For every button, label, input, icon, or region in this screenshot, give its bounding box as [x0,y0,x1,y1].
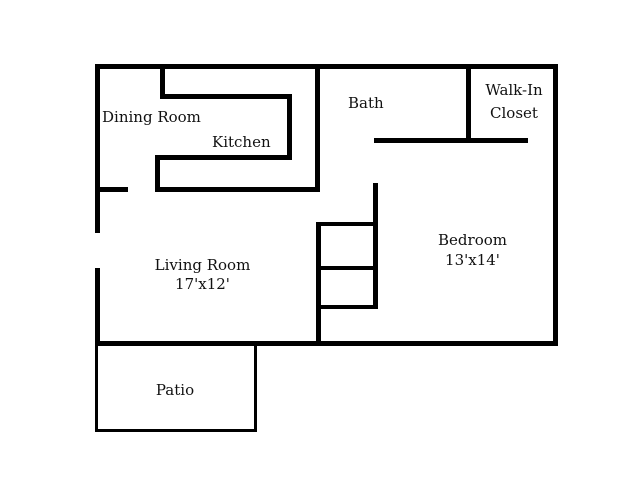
kitchen-counter-right [287,94,292,160]
storage-left-wall [316,222,321,346]
bath-bottom-wall [374,138,528,143]
living-room-dimensions: 17'x12' [175,275,230,293]
living-room-label: Living Room [154,256,251,274]
bath-label: Bath [348,94,384,112]
storage-middle-wall [316,266,378,270]
bedroom-dimensions: 13'x14' [445,251,500,269]
storage-top-wall [316,222,378,226]
outer-wall-left-lower [95,268,100,346]
storage-bottom-wall [316,305,378,309]
outer-wall-left-upper [95,64,100,233]
kitchen-lower-left-wall [155,155,160,192]
patio-left-wall [95,345,98,432]
patio-right-wall [254,345,257,432]
kitchen-upper-left-wall [160,64,165,99]
walk-in-closet-label-line1: Walk-In [485,81,543,99]
kitchen-outer-right-wall [315,64,320,192]
dining-room-label: Dining Room [102,108,201,126]
dining-wall-stub [95,187,128,192]
patio-bottom-wall [95,429,257,432]
kitchen-counter-bottom [155,155,292,160]
kitchen-counter-top [160,94,292,99]
closet-divider-wall [466,64,471,143]
outer-wall-right [553,64,558,346]
bedroom-left-wall [373,183,378,309]
outer-wall-top [95,64,558,69]
patio-label: Patio [155,381,195,399]
kitchen-label: Kitchen [212,133,271,151]
kitchen-outer-bottom-wall [155,187,320,192]
walk-in-closet-label-line2: Closet [490,104,538,122]
outer-wall-bottom [95,341,558,346]
bedroom-label: Bedroom [438,231,507,249]
